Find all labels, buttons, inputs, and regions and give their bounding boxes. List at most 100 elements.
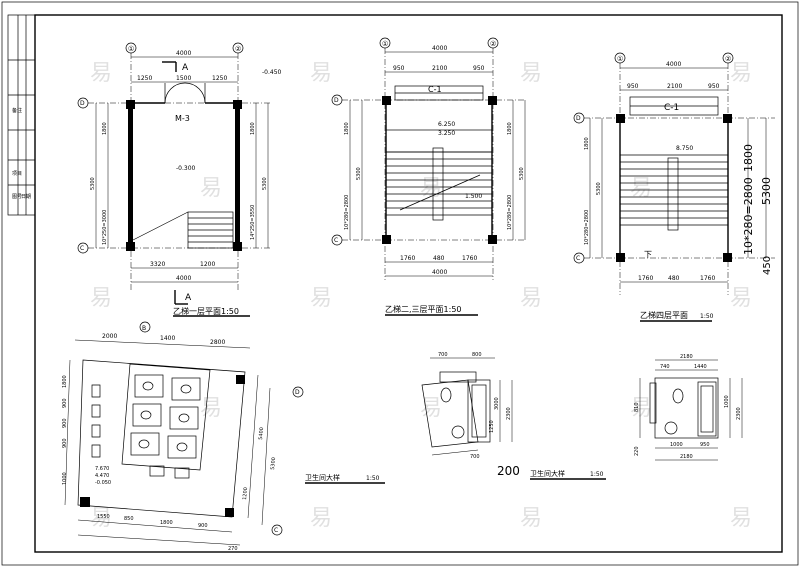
dim-label: 1200 — [200, 261, 215, 268]
basin — [451, 425, 465, 439]
axis-bubble: B — [142, 325, 146, 332]
column — [233, 242, 242, 251]
dim-label: 5300 — [519, 167, 525, 180]
dim-label: 1800 — [102, 122, 108, 135]
dim-label: 5300 — [760, 177, 773, 205]
dim-label: 950 — [393, 65, 405, 72]
plan-scale: 1:50 — [590, 471, 604, 478]
basin — [664, 421, 678, 435]
axis-bubble: D — [80, 100, 85, 107]
title-cell-3: 图号 — [12, 194, 22, 200]
plan-scale: 1:50 — [366, 475, 380, 482]
watermark: 易 — [520, 61, 542, 86]
dim-label: 1250 — [137, 75, 152, 82]
dim-label: 800 — [472, 352, 482, 358]
dim-label: 5300 — [270, 457, 277, 470]
watermark: 易 — [310, 506, 332, 531]
dim-label: 4000 — [432, 269, 447, 276]
dim-label: 2100 — [432, 65, 447, 72]
axis-bubble: C — [334, 237, 338, 244]
plan-a: ① ② D C 4000 1250 1500 1250 A -0.450 — [77, 42, 282, 317]
stair-treads — [386, 151, 492, 216]
wc — [440, 387, 452, 403]
toilet-b: 700 800 3000 2300 1250 700 200 卫生间大样 1:5… — [421, 352, 606, 480]
dim-label: 1800 — [160, 520, 173, 526]
dim-label: 950 — [708, 83, 720, 90]
dim-label: 1500 — [176, 75, 191, 82]
dim-label: 10*250=3000 — [102, 210, 108, 245]
plan-scale: 1:50 — [700, 313, 714, 320]
title-cell-2: 项目 — [12, 171, 22, 177]
dim-label: 1200 — [242, 487, 249, 500]
dim-label: 5300 — [356, 167, 362, 180]
dim-label: 1800 — [507, 122, 513, 135]
dim-label: 480 — [668, 275, 680, 282]
dim-label: 740 — [660, 364, 670, 370]
plan-title: 乙梯二,三层平面1:50 — [385, 304, 462, 314]
title-block: 备注 项目 图号 日期 — [7, 14, 36, 216]
dim-label: 1800 — [62, 375, 68, 388]
dim-label: 1250 — [489, 420, 495, 433]
dim-label: 1000 — [724, 395, 730, 408]
dim-label: 900 — [198, 523, 208, 529]
dim-label: 3320 — [150, 261, 165, 268]
dim-label: 1800 — [250, 122, 256, 135]
watermark: 易 — [520, 506, 542, 531]
dim-label: 1000 — [670, 442, 683, 448]
dim-label: 1760 — [462, 255, 477, 262]
dim-label: 1760 — [638, 275, 653, 282]
dim-label: 2000 — [102, 333, 117, 340]
dim-label: 900 — [62, 398, 68, 408]
stair-well — [667, 157, 679, 231]
dim-label: 5300 — [596, 182, 602, 195]
dim-label: 3000 — [494, 397, 500, 410]
window-label: C-1 — [428, 85, 442, 94]
stair-treads — [620, 161, 728, 226]
dim-label: 850 — [124, 516, 134, 522]
plan-title: 卫生间大样 — [530, 469, 565, 478]
column — [80, 497, 90, 507]
sink — [174, 467, 190, 479]
watermark: 易 — [90, 506, 112, 531]
dim-label: 14*250=3550 — [250, 205, 256, 240]
dim-label: 950 — [473, 65, 485, 72]
level-label: 8.750 — [676, 145, 693, 152]
door-label: M-3 — [175, 114, 190, 123]
dim-label: 4000 — [176, 275, 191, 282]
section-mark: A — [185, 293, 192, 303]
column — [225, 508, 234, 517]
level-label: -0.450 — [262, 69, 282, 76]
dim-label: 1550 — [97, 514, 110, 520]
dim-label: 700 — [438, 352, 448, 358]
axis-bubble: C — [80, 245, 84, 252]
watermarks: 易 易 易 易 易 易 易 易 易 易 易 易 易 易 易 易 易 易 — [90, 61, 752, 531]
dim-label: 1250 — [212, 75, 227, 82]
bathtub — [467, 379, 491, 443]
watermark: 易 — [420, 396, 442, 421]
dim-label: 1800 — [584, 137, 590, 150]
dim-label: 900 — [62, 418, 68, 428]
dim-label: 1760 — [400, 255, 415, 262]
axis-bubble: ② — [725, 55, 731, 63]
column — [236, 375, 245, 384]
watermark: 易 — [520, 286, 542, 311]
note-label: 200 — [497, 464, 520, 478]
axis-bubble: C — [274, 527, 278, 534]
dim-label: 1800 — [344, 122, 350, 135]
dim-label: 1400 — [160, 335, 175, 342]
window-label: C-1 — [664, 103, 679, 113]
column — [126, 242, 135, 251]
toilet-stalls — [130, 374, 201, 459]
axis-bubble: D — [576, 115, 581, 122]
dim-label: 5300 — [262, 177, 268, 190]
watermark: 易 — [420, 176, 442, 201]
watermark: 易 — [730, 61, 752, 86]
dim-label: 2180 — [680, 354, 693, 360]
inner-border — [34, 14, 783, 553]
dim-label: 450 — [762, 256, 773, 275]
dim-label: 10*280=2800 — [584, 210, 590, 245]
stair-well — [432, 147, 444, 221]
dim-label: 1000 — [62, 472, 68, 485]
